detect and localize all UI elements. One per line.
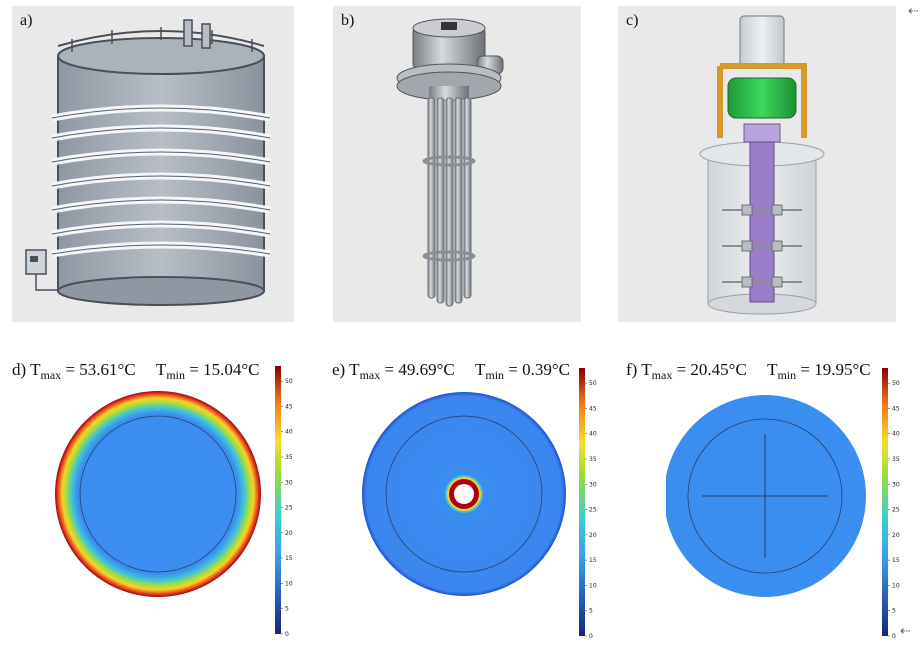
colorbar-tick-label: 25 (589, 507, 597, 514)
panel-d-label: d) (12, 360, 27, 379)
colorbar-tick-label: 40 (589, 431, 597, 438)
inner-boundary-f (687, 418, 843, 574)
colorbar-tick-label: 45 (892, 405, 900, 412)
heater-core-e (454, 484, 474, 504)
colorbar-tick-label: 35 (892, 456, 900, 463)
colorbar-tick-label: 20 (285, 530, 293, 537)
colorbar-tick-label: 10 (589, 582, 597, 589)
panel-f-tmin: = 19.95°C (800, 360, 871, 379)
colorbar-tick-label: 10 (892, 582, 900, 589)
panel-a-tank-illustration: a) (12, 6, 294, 322)
panel-f-label: f) (626, 360, 638, 379)
inner-boundary-e (385, 415, 543, 573)
panel-a-label: a) (20, 12, 33, 29)
colorbar-tick-label: 25 (892, 507, 900, 514)
colorbar-tick-label: 20 (892, 532, 900, 539)
colorbar-tick-label: 15 (892, 557, 900, 564)
panel-d-tmin: = 15.04°C (189, 360, 260, 379)
back-arrow-icon: ⇠ (908, 4, 919, 19)
coil-heated-tank-drawing (25, 19, 271, 306)
colorbar-tick-label: 35 (589, 456, 597, 463)
panel-b-immersion-heater-photo: b) (333, 6, 581, 322)
panel-e-title: e) Tmax = 49.69°C Tmin = 0.39°C (332, 360, 571, 382)
colorbar-gradient (882, 368, 888, 636)
colorbar-tick-label: 5 (285, 606, 289, 613)
colorbar-tick-label: 50 (589, 380, 597, 387)
colorbar-tick-label: 5 (589, 608, 593, 615)
panel-e-tmin: = 0.39°C (508, 360, 571, 379)
panel-b-label: b) (341, 12, 355, 29)
colorbar-tick-label: 50 (892, 380, 900, 387)
colorbar-tick-label: 0 (589, 633, 593, 640)
colorbar-tick-label: 15 (589, 557, 597, 564)
colorbar-tick-label: 45 (589, 405, 597, 412)
inner-boundary-d (79, 415, 237, 573)
colorbar-tick-label: 0 (285, 631, 289, 638)
colorbar-tick-label: 10 (285, 580, 293, 587)
colorbar-tick-label: 30 (589, 481, 597, 488)
panel-c-label: c) (626, 12, 639, 29)
panel-f-title: f) Tmax = 20.45°C Tmin = 19.95°C (626, 360, 871, 382)
colorbar-tick-label: 15 (285, 555, 293, 562)
colorbar-tick-label: 30 (892, 481, 900, 488)
immersion-heater-drawing (396, 18, 504, 307)
colorbar-d: 0 5 10 15 20 25 30 35 40 45 50 (275, 366, 293, 638)
stirred-vessel-drawing (699, 15, 825, 315)
domain-disk-d (55, 391, 261, 597)
panel-f-tmax: = 20.45°C (676, 360, 747, 379)
colorbar-tick-label: 40 (285, 429, 293, 436)
colorbar-e: 0 5 10 15 20 25 30 35 40 45 50 (579, 368, 597, 640)
colorbar-tick-label: 5 (892, 608, 896, 615)
colorbar-tick-label: 30 (285, 479, 293, 486)
temperature-map-e (362, 392, 566, 596)
temperature-map-f (666, 395, 866, 597)
panel-e-label: e) (332, 360, 346, 379)
panel-e-tmax: = 49.69°C (384, 360, 455, 379)
colorbar-tick-label: 40 (892, 431, 900, 438)
colorbar-tick-label: 35 (285, 454, 293, 461)
colorbar-tick-label: 50 (285, 378, 293, 385)
colorbar-tick-label: 45 (285, 403, 293, 410)
colorbar-f: 0 5 10 15 20 25 30 35 40 45 50 (882, 368, 900, 640)
colorbar-tick-label: 25 (285, 505, 293, 512)
colorbar-tick-label: 0 (892, 633, 896, 640)
panel-d-tmax: = 53.61°C (65, 360, 136, 379)
colorbar-gradient (275, 366, 281, 634)
back-arrow-icon: ⇠ (900, 624, 911, 639)
colorbar-gradient (579, 368, 585, 636)
colorbar-tick-label: 20 (589, 532, 597, 539)
panel-d-title: d) Tmax = 53.61°C Tmin = 15.04°C (12, 360, 260, 382)
panel-c-heater-assembly-photo: c) (618, 6, 896, 322)
temperature-map-d (55, 391, 261, 597)
